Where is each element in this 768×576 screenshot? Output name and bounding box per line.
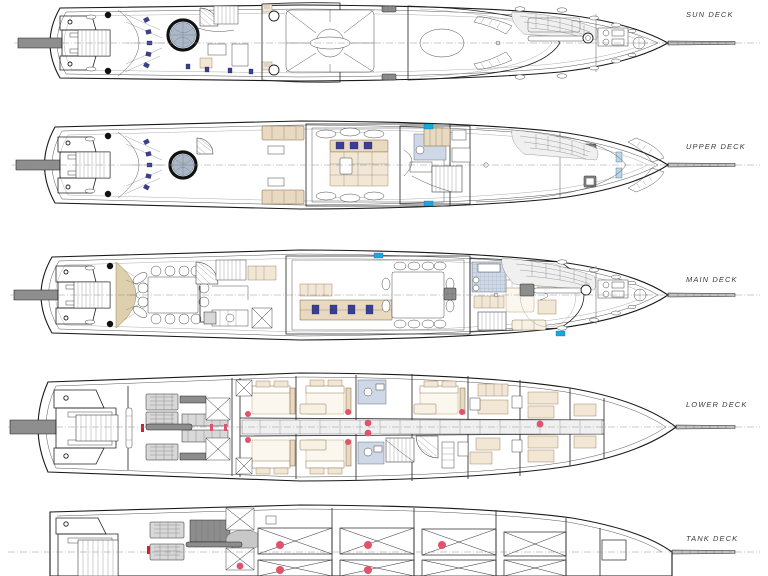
engine-room-lower xyxy=(125,378,233,476)
stern-stairs-sun xyxy=(77,29,111,57)
stern-structure-main xyxy=(13,262,114,328)
galley-main xyxy=(203,265,277,329)
stair-tower-upper xyxy=(411,165,463,193)
deck-plan-tank-deck xyxy=(8,504,760,576)
window-bank-upper xyxy=(627,137,665,193)
bowsprit-sun xyxy=(667,40,760,46)
bulkheads-tank xyxy=(225,507,277,571)
deck-plan-main-deck xyxy=(10,249,760,341)
bowsprit-tank xyxy=(671,549,760,555)
transom-stairs-tank xyxy=(77,539,119,576)
foredeck-fittings-sun xyxy=(495,6,646,80)
bowsprit-upper xyxy=(667,162,760,168)
deck-label-sun-deck: SUN DECK xyxy=(686,10,734,19)
saloon-walls-main xyxy=(285,255,471,335)
guest-cabins-lower xyxy=(239,374,605,481)
bowsprit-lower xyxy=(675,424,760,430)
stern-structure-lower xyxy=(9,389,119,465)
sun-deck-lounge xyxy=(261,2,397,83)
spiral-stair-sun xyxy=(197,5,239,32)
transom-stairs-lower xyxy=(75,414,119,442)
sun-deck-furniture xyxy=(185,3,273,75)
stairwell-lower xyxy=(385,435,439,463)
wheelhouse-upper xyxy=(399,125,471,205)
bar-main xyxy=(299,283,393,321)
lazarette-lower xyxy=(145,379,253,475)
tender-upper-deck xyxy=(511,129,599,161)
deck-label-main-deck: MAIN DECK xyxy=(686,275,738,284)
deck-label-upper-deck: UPPER DECK xyxy=(686,142,746,151)
deck-plan-upper-deck xyxy=(12,120,760,210)
sky-lounge-upper xyxy=(305,123,451,207)
bowsprit-main xyxy=(667,292,760,298)
hull-inner-line-sun xyxy=(56,8,659,78)
jacuzzi-sun-deck xyxy=(166,18,200,52)
aft-settee-upper xyxy=(261,125,305,205)
deck-plan-sun-deck xyxy=(14,2,760,83)
deck-label-lower-deck: LOWER DECK xyxy=(686,400,748,409)
tank-bays xyxy=(257,508,627,576)
deck-plan-lower-deck xyxy=(8,372,760,482)
stern-structure-tank xyxy=(55,517,119,576)
deck-label-tank-deck: TANK DECK xyxy=(686,534,739,543)
